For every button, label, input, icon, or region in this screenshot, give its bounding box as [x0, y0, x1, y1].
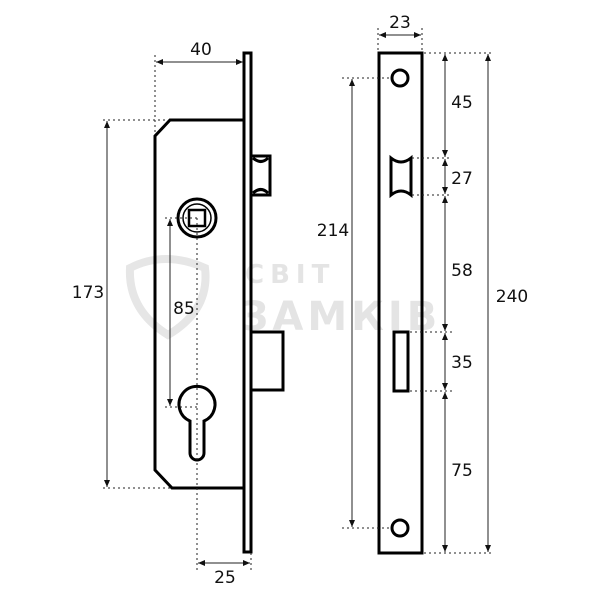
dim-segment-1: 45	[451, 93, 473, 113]
side-faceplate	[242, 51, 253, 554]
latch-slot	[389, 154, 413, 199]
front-view: 23 214 45 27 58 35 75 240	[317, 13, 528, 555]
dim-segment-2: 27	[451, 169, 473, 189]
deadbolt-slot	[392, 330, 410, 393]
dim-faceplate-width: 23	[389, 13, 411, 33]
watermark: СВІТ ЗАМКІВ	[125, 255, 437, 340]
dim-center-distance: 85	[173, 299, 195, 319]
lock-body	[153, 118, 244, 490]
screw-hole-top	[390, 68, 410, 88]
watermark-shield-icon	[125, 255, 210, 340]
front-faceplate	[377, 51, 424, 555]
dim-segment-3: 58	[451, 261, 473, 281]
dim-segment-4: 35	[451, 353, 473, 373]
spindle-hub	[176, 197, 218, 239]
dim-screw-distance: 214	[317, 221, 349, 241]
dead-bolt	[249, 330, 285, 392]
dim-faceplate-length: 240	[496, 287, 528, 307]
screw-hole-bottom	[390, 518, 410, 538]
watermark-line1: СВІТ	[245, 260, 335, 290]
dim-faceplate-to-cylinder: 25	[214, 568, 236, 588]
dim-body-height: 173	[72, 283, 104, 303]
cylinder-hole	[177, 384, 217, 462]
dim-backset: 40	[190, 40, 212, 60]
dim-segment-5: 75	[451, 461, 473, 481]
latch-bolt	[251, 154, 272, 197]
side-view: 40 173 85 25	[72, 40, 285, 588]
